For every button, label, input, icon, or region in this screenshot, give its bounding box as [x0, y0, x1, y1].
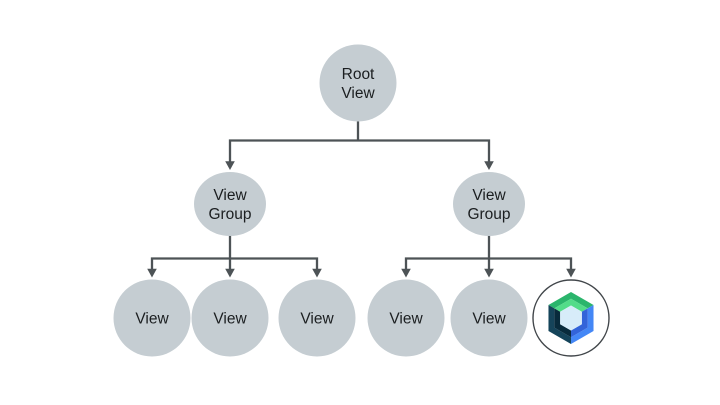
arrowhead-icon [225, 161, 235, 170]
arrowhead-icon [484, 268, 494, 278]
node-viewgroup-right: View Group [453, 172, 525, 236]
node-view-left-3-label: View [300, 311, 334, 328]
node-view-right-2: View [450, 279, 528, 357]
node-view-right-1-label: View [389, 311, 423, 328]
node-viewgroup-left-label-line1: View [213, 187, 247, 204]
node-viewgroup-left: View Group [194, 172, 266, 236]
arrowhead-icon [484, 161, 494, 170]
compose-navy-outer-face [548, 305, 571, 344]
node-viewgroup-right-label-line2: Group [467, 206, 510, 223]
compose-blue-inner-face [571, 308, 588, 338]
jetpack-compose-logo-icon [548, 292, 594, 344]
node-root-view-shape [319, 44, 397, 122]
compose-green-inner-face [554, 298, 588, 312]
arrowhead-icon [225, 268, 235, 278]
compose-navy-inner-face [554, 308, 571, 338]
arrowhead-icon [401, 268, 411, 278]
connector-left-group-to-children [150, 235, 319, 272]
node-view-left-3: View [278, 279, 356, 357]
node-view-right-1: View [367, 279, 445, 357]
arrowhead-icon [312, 268, 322, 278]
node-viewgroup-left-shape [194, 172, 266, 236]
node-view-left-1-shape [113, 279, 191, 357]
arrowhead-icon [147, 268, 157, 278]
node-view-left-1: View [113, 279, 191, 357]
node-root-view-label-line2: View [341, 85, 375, 102]
node-viewgroup-left-label-line2: Group [208, 206, 251, 223]
node-view-left-1-label: View [135, 311, 169, 328]
node-view-right-1-shape [367, 279, 445, 357]
compose-inner-hexagon [560, 305, 582, 331]
node-view-left-2-shape [191, 279, 269, 357]
connector-right-group-to-children [404, 235, 573, 272]
node-root-view-label-line1: Root [342, 66, 375, 83]
node-view-right-2-shape [450, 279, 528, 357]
node-view-left-3-shape [278, 279, 356, 357]
connector-root-to-groups [228, 120, 491, 164]
node-viewgroup-right-shape [453, 172, 525, 236]
node-compose [532, 279, 610, 357]
node-view-left-2: View [191, 279, 269, 357]
node-root-view: Root View [319, 44, 397, 122]
compose-blue-outer-face [571, 305, 594, 344]
node-view-left-2-label: View [213, 311, 247, 328]
node-view-right-2-label: View [472, 311, 506, 328]
compose-green-outer-face [548, 292, 594, 309]
node-viewgroup-right-label-line1: View [472, 187, 506, 204]
arrowhead-icon [566, 268, 576, 278]
